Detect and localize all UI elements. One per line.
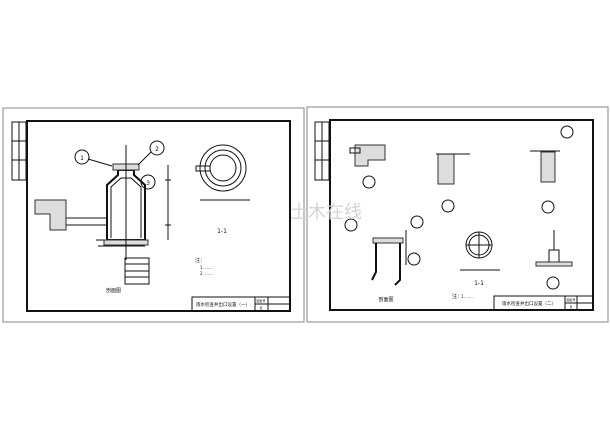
page-label: 页 <box>259 306 262 310</box>
detail-1 <box>349 144 386 189</box>
code-label: 图集号 <box>566 297 575 302</box>
outlet-well <box>34 199 67 231</box>
code-label: 图集号 <box>256 298 265 303</box>
detail-3 <box>530 125 574 214</box>
watermark: 土木在线 <box>290 202 362 223</box>
manhole-section-2 <box>344 215 424 286</box>
note-2: 2. …… <box>200 271 213 276</box>
sheet-right: 剖面图 1-1 注： 1.…… 雨水检查井出口设置（二） 图集号 页 <box>306 106 609 323</box>
note-heading: 注： <box>452 293 462 300</box>
page-label: 页 <box>569 305 572 309</box>
section-label: 1-1 <box>474 280 484 287</box>
detail-2 <box>436 153 470 213</box>
manhole-section: 1 2 3 <box>34 140 171 285</box>
sheet-left: 1 2 3 剖面图 1-1 注： 1. …… 2. …… 雨水检查井出口设置（一… <box>2 107 305 323</box>
sheet-title: 雨水检查井出口设置（二） <box>502 300 556 307</box>
plan-view-1-1 <box>460 231 500 271</box>
note-1: 1.…… <box>461 294 473 299</box>
sheet-title: 雨水检查井出口设置（一） <box>196 301 250 308</box>
view-label: 剖面图 <box>106 287 121 294</box>
section-label: 1-1 <box>217 228 227 235</box>
callout-2: 2 <box>155 146 159 153</box>
view-label: 剖面图 <box>378 296 393 303</box>
callout-3: 3 <box>146 180 150 187</box>
title-block: 雨水检查井出口设置（二） 图集号 页 <box>493 295 594 311</box>
title-block: 雨水检查井出口设置（一） 图集号 页 <box>191 296 291 312</box>
note-1: 1. …… <box>200 265 213 270</box>
note-heading: 注： <box>195 257 205 264</box>
detail-4 <box>535 230 573 290</box>
plan-view-1-1 <box>195 144 250 201</box>
callout-1: 1 <box>80 155 84 162</box>
